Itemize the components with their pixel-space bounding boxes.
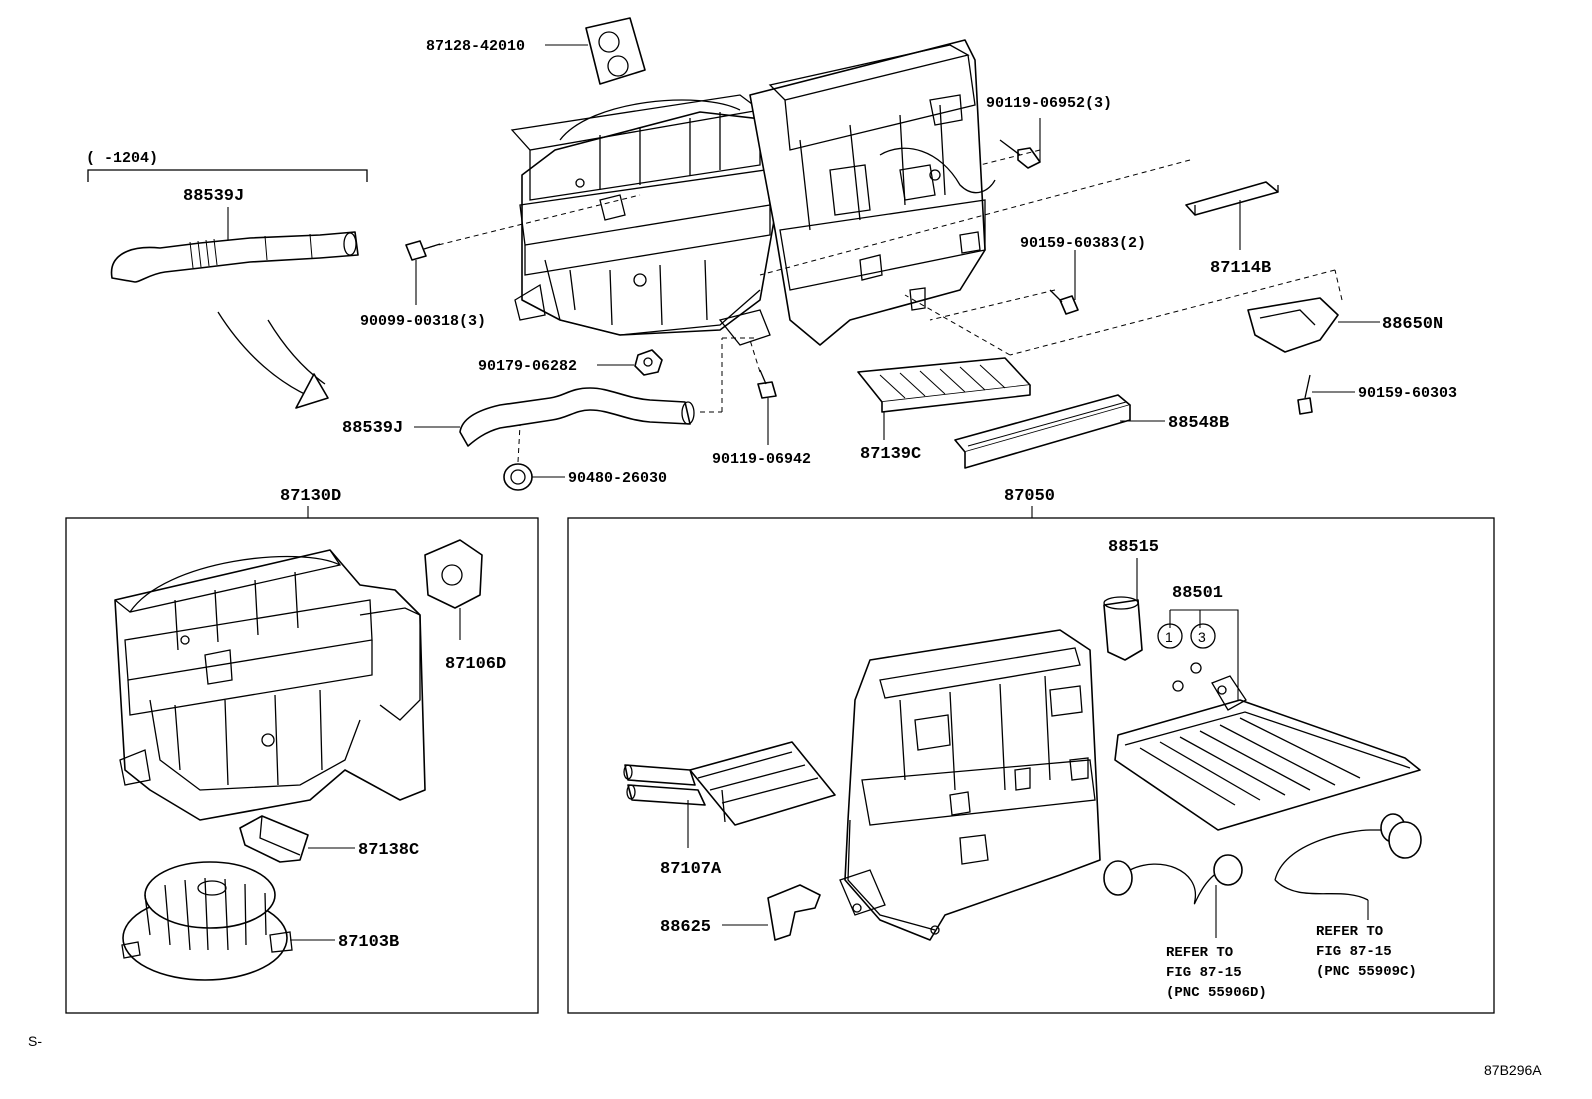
sensor-right-icon xyxy=(1274,813,1422,901)
callout-87106D: 87106D xyxy=(445,655,506,674)
bolt-icon xyxy=(757,369,777,399)
seal-ring-icon xyxy=(503,463,533,491)
svg-text:FIG 87-15: FIG 87-15 xyxy=(1166,965,1242,981)
svg-text:1: 1 xyxy=(1165,629,1173,645)
sensor-left-icon xyxy=(1103,854,1243,905)
callout-90480-26030: 90480-26030 xyxy=(568,470,667,487)
nut-icon xyxy=(634,349,663,376)
group-box-87130D xyxy=(65,517,539,1014)
blower-resistor-icon xyxy=(239,815,309,863)
callout-87114B: 87114B xyxy=(1210,259,1271,278)
heater-unit-case-illustration xyxy=(839,629,1101,941)
svg-text:REFER TO: REFER TO xyxy=(1316,924,1383,940)
callout-88539J-top: 88539J xyxy=(183,187,244,206)
callout-88548B: 88548B xyxy=(1168,414,1229,433)
blower-motor-icon xyxy=(121,861,293,981)
bracket-note: ( -1204) xyxy=(86,150,158,167)
callout-88650N: 88650N xyxy=(1382,315,1443,334)
svg-text:FIG 87-15: FIG 87-15 xyxy=(1316,944,1392,960)
thermistor-icon xyxy=(767,884,821,941)
svg-text:(PNC 55906D): (PNC 55906D) xyxy=(1166,985,1267,1001)
diagram-id: 87B296A xyxy=(1484,1062,1542,1078)
heater-core-icon xyxy=(623,741,836,826)
callout-88501: 88501 xyxy=(1172,584,1223,603)
screw-icon xyxy=(1049,289,1079,315)
callout-87138C: 87138C xyxy=(358,841,419,860)
filter-element-icon xyxy=(954,394,1131,469)
hvac-assembly-illustration xyxy=(510,39,996,346)
callout-90099-00318: 90099-00318(3) xyxy=(360,313,486,330)
evaporator-icon xyxy=(1114,675,1421,831)
refer-note-left: REFER TO FIG 87-15 (PNC 55906D) xyxy=(1166,945,1267,1001)
refer-note-right: REFER TO FIG 87-15 (PNC 55909C) xyxy=(1316,924,1417,980)
circled-ref-3: 3 xyxy=(1190,623,1216,649)
callout-87128-42010: 87128-42010 xyxy=(426,38,525,55)
callout-90159-60303: 90159-60303 xyxy=(1358,385,1457,402)
callout-90159-60383: 90159-60383(2) xyxy=(1020,235,1146,252)
damper-servo-icon xyxy=(424,539,483,609)
screw-icon xyxy=(1297,374,1313,415)
filter-cover-icon xyxy=(1185,181,1279,216)
svg-text:3: 3 xyxy=(1198,629,1206,645)
servo-motor-icon xyxy=(1247,297,1339,353)
bolt-icon xyxy=(405,240,441,261)
callout-88515: 88515 xyxy=(1108,538,1159,557)
callout-90179-06282: 90179-06282 xyxy=(478,358,577,375)
svg-text:REFER TO: REFER TO xyxy=(1166,945,1233,961)
drain-hose-icon xyxy=(459,387,695,447)
group-label-87130D: 87130D xyxy=(280,487,341,506)
hose-icon xyxy=(110,231,359,283)
grommet-icon xyxy=(585,17,646,85)
callout-87103B: 87103B xyxy=(338,933,399,952)
group-label-87050: 87050 xyxy=(1004,487,1055,506)
callout-88539J-mid: 88539J xyxy=(342,419,403,438)
svg-text:(PNC 55909C): (PNC 55909C) xyxy=(1316,964,1417,980)
callout-90119-06942: 90119-06942 xyxy=(712,451,811,468)
corner-mark: S- xyxy=(28,1033,42,1049)
air-filter-icon xyxy=(857,357,1031,413)
callout-90119-06952: 90119-06952(3) xyxy=(986,95,1112,112)
callout-87139C: 87139C xyxy=(860,445,921,464)
circled-ref-1: 1 xyxy=(1157,623,1183,649)
callout-88625: 88625 xyxy=(660,918,711,937)
blower-case-illustration xyxy=(114,549,426,821)
bolt-icon xyxy=(999,139,1041,169)
callout-87107A: 87107A xyxy=(660,860,722,879)
expansion-valve-icon xyxy=(1103,596,1143,661)
group-box-87050 xyxy=(567,517,1495,1014)
